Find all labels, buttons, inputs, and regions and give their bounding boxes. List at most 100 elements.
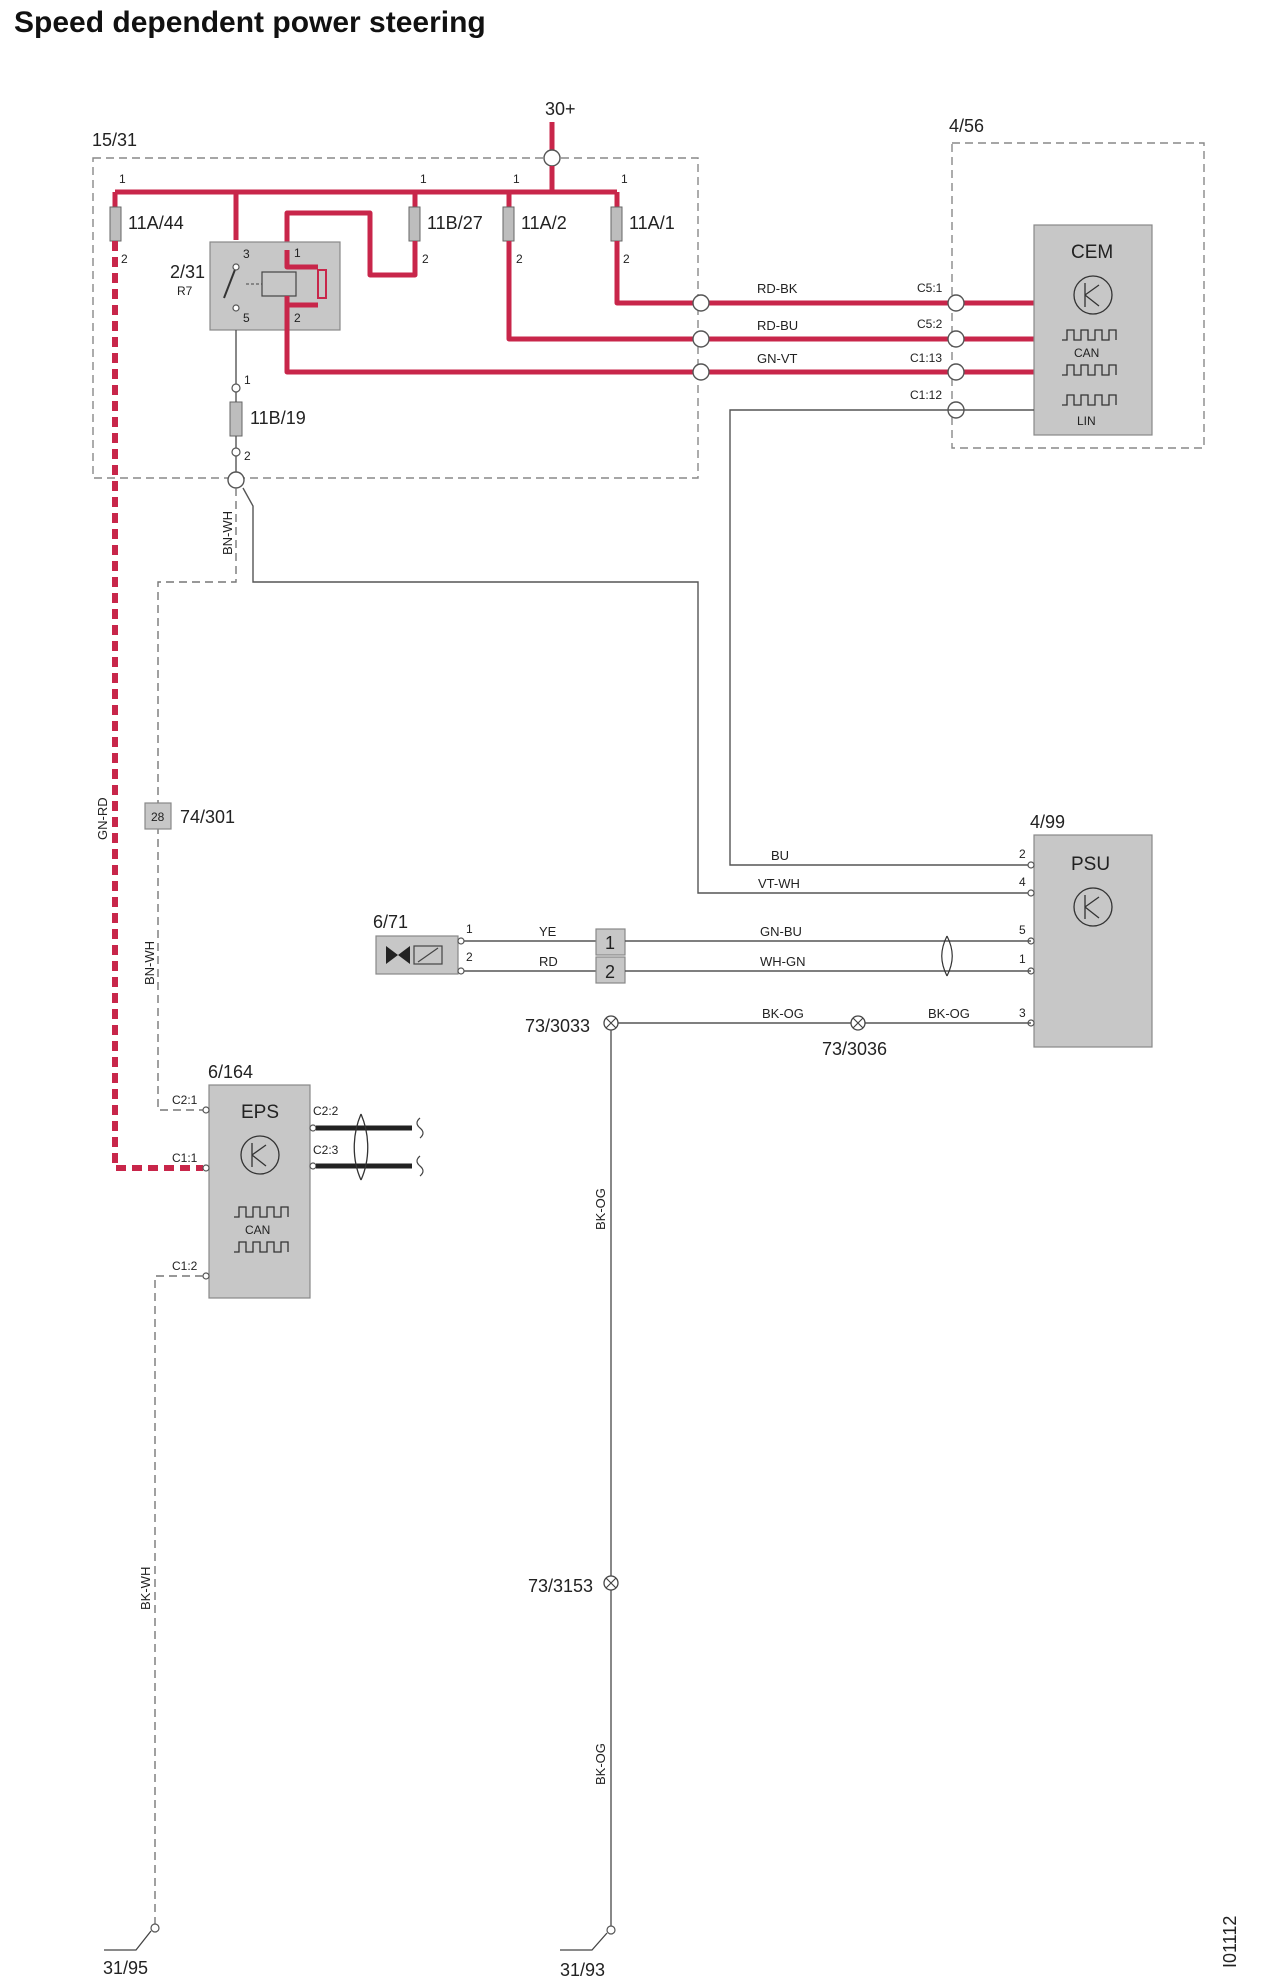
ground-icon <box>104 1930 152 1951</box>
box-connector <box>692 294 710 312</box>
splice-73-3153-label: 73/3153 <box>528 1576 593 1596</box>
wire-label-bk-wh: BK-WH <box>138 1567 153 1610</box>
wire-label-bn-wh: BN-WH <box>142 941 157 985</box>
eps-pin <box>202 1272 210 1280</box>
transistor-icon <box>240 1135 280 1175</box>
wire-label-gn-vt: GN-VT <box>757 351 798 366</box>
wire-bk-wh <box>154 1275 203 1925</box>
valve-icon <box>386 946 410 964</box>
fuse-11a2 <box>502 206 515 242</box>
ground-icon <box>560 1932 608 1951</box>
inline-connector-1 <box>595 928 626 956</box>
diagram-id-label: I01112 <box>1220 1916 1240 1968</box>
eps-label: EPS <box>241 1102 279 1123</box>
ground-31-93-label: 31/93 <box>560 1960 605 1980</box>
splice-pin-28: 28 <box>151 810 165 824</box>
connector-c2-3: C2:3 <box>313 1143 339 1157</box>
wire-label-rd: RD <box>539 954 558 969</box>
wire-label-vt-wh: VT-WH <box>758 876 800 891</box>
fuse-pin-1: 1 <box>621 172 628 186</box>
wire-label-bk-og: BK-OG <box>762 1006 804 1021</box>
relay-coil-winding <box>317 269 327 299</box>
can-signal-icon <box>234 1206 289 1218</box>
fuse-11a1-label: 11A/1 <box>629 213 675 233</box>
wire-rd-bu <box>506 241 1034 342</box>
fuse-pin-2: 2 <box>121 252 128 266</box>
psu-label: PSU <box>1071 854 1110 875</box>
fuse-pin-1: 1 <box>420 172 427 186</box>
fuse-pin-2: 2 <box>244 449 251 463</box>
wire-label-rd-bk: RD-BK <box>757 281 798 296</box>
fuse-11a44-label: 11A/44 <box>128 213 184 233</box>
wire-label-rd-bu: RD-BU <box>757 318 798 333</box>
twisted-pair-icon <box>353 1113 369 1181</box>
relay-pin-2: 2 <box>294 311 301 325</box>
can-signal-icon <box>1062 364 1117 376</box>
eps-id-label: 6/164 <box>208 1062 253 1082</box>
fuse-11b27-to-relay <box>284 210 418 278</box>
valve-pin-1: 1 <box>466 922 473 936</box>
wire-bn-wh <box>157 488 237 1111</box>
valve-coil <box>413 945 443 965</box>
can-label: CAN <box>1074 346 1099 360</box>
supply-label: 30+ <box>545 99 576 119</box>
cem-box-label: 4/56 <box>949 116 984 136</box>
fuse-pin-1: 1 <box>119 172 126 186</box>
splice-mark <box>605 1577 617 1589</box>
splice-74-301 <box>144 802 172 830</box>
psu-id-label: 4/99 <box>1030 812 1065 832</box>
box-connector <box>227 471 245 489</box>
relay-out-gn-vt <box>284 305 700 375</box>
relay-switch <box>223 266 237 299</box>
splice-74-301-label: 74/301 <box>180 807 235 827</box>
relay-pin-3: 3 <box>243 247 250 261</box>
valve-id-label: 6/71 <box>373 912 408 932</box>
fuse-11b19-label: 11B/19 <box>250 408 306 428</box>
connector-c5-1: C5:1 <box>917 281 943 295</box>
cem-connector <box>947 294 965 312</box>
supply-connector <box>543 149 561 167</box>
transistor-icon <box>1073 275 1113 315</box>
valve-coil-line <box>417 947 439 963</box>
connector-c1-2: C1:2 <box>172 1259 198 1273</box>
psu-pin <box>1027 889 1035 897</box>
wire-rd-bk <box>614 241 1034 306</box>
can-signal-icon <box>234 1241 289 1253</box>
cem-connector <box>947 363 965 381</box>
wire-label-bk-og: BK-OG <box>593 1188 608 1230</box>
twisted-pair-icon <box>941 935 953 977</box>
valve-pin <box>457 967 465 975</box>
cem-label: CEM <box>1071 242 1113 263</box>
relay-contact <box>232 304 240 312</box>
transistor-icon-symbol <box>1084 895 1100 919</box>
fuse-pin-2: 2 <box>516 252 523 266</box>
psu-pin-2: 2 <box>1019 847 1026 861</box>
wire-label-gn-bu: GN-BU <box>760 924 802 939</box>
page-title: Speed dependent power steering <box>14 6 486 39</box>
psu-pin-5: 5 <box>1019 923 1026 937</box>
lin-label: LIN <box>1077 414 1096 428</box>
eps-pin <box>309 1162 317 1170</box>
central-box-label: 15/31 <box>92 130 137 150</box>
eps-pin <box>309 1124 317 1132</box>
ground-pin <box>150 1923 160 1933</box>
connector-c1-13: C1:13 <box>910 351 942 365</box>
eps-pin <box>202 1106 210 1114</box>
box-connector <box>692 330 710 348</box>
wire-label-bk-og: BK-OG <box>928 1006 970 1021</box>
lin-signal-icon <box>1062 394 1117 406</box>
fuse-11a1 <box>610 206 623 242</box>
cem-module <box>1033 224 1153 436</box>
eps-pin <box>202 1164 210 1172</box>
fuse-11b19 <box>229 401 243 437</box>
wire-label-wh-gn: WH-GN <box>760 954 806 969</box>
relay-contact <box>232 263 240 271</box>
transistor-icon-symbol <box>251 1143 267 1167</box>
psu-pin-1: 1 <box>1019 952 1026 966</box>
splice-mark <box>605 1017 617 1029</box>
inline-connector-pin-2: 2 <box>605 962 615 982</box>
cem-enclosure <box>951 142 1205 449</box>
fuse-11a2-label: 11A/2 <box>521 213 567 233</box>
wire-label-gn-rd: GN-RD <box>95 797 110 840</box>
